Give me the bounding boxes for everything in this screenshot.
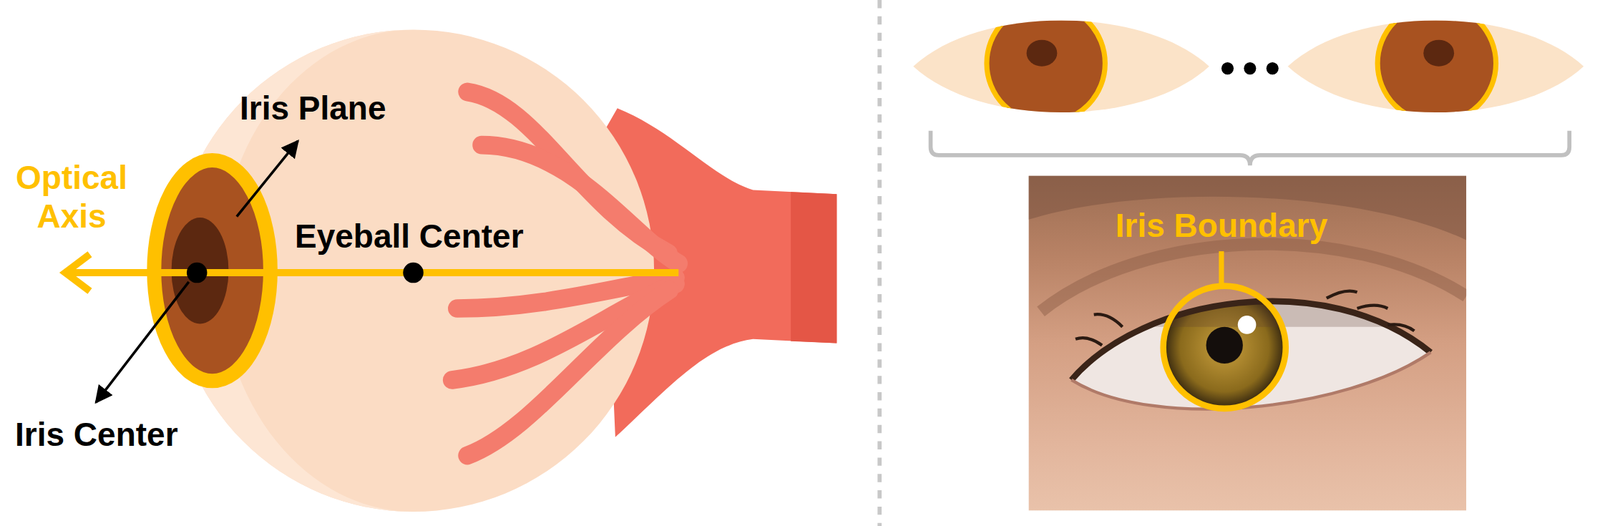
leader-arrow xyxy=(95,281,189,403)
ellipsis-dot xyxy=(1221,62,1234,75)
iris-boundary-ring xyxy=(1163,286,1286,409)
separator xyxy=(877,0,882,526)
eyelash xyxy=(1357,305,1389,309)
cartoon-iris xyxy=(986,4,1105,124)
part-label: Eyeball Center xyxy=(294,216,524,256)
optical-axis-arrowhead xyxy=(65,254,90,291)
eyelashes xyxy=(1075,291,1414,346)
eye-photo xyxy=(1028,175,1467,511)
part-label: Iris Plane xyxy=(239,88,387,128)
ellipsis-dot xyxy=(1266,62,1279,75)
blood-vessel xyxy=(452,284,676,380)
ellipsis-dot xyxy=(1243,62,1256,75)
part-label: Iris Boundary xyxy=(1115,206,1329,245)
leader-line xyxy=(1218,251,1224,287)
blood-vessel xyxy=(467,289,670,456)
bracket xyxy=(930,130,1570,167)
eyelash xyxy=(1387,324,1414,331)
leader-arrow xyxy=(236,140,299,217)
photo-skin xyxy=(1028,175,1467,511)
cartoon-pupil xyxy=(1026,40,1058,67)
optic-nerve-end xyxy=(790,191,837,343)
eyelash xyxy=(1075,337,1102,345)
eyelash xyxy=(1094,314,1123,327)
part-label: Iris Center xyxy=(15,415,179,454)
cartoon-iris xyxy=(1377,4,1496,124)
lid-shadow xyxy=(1071,301,1431,380)
photo-pupil xyxy=(1206,327,1243,364)
iris-center-dot xyxy=(186,262,208,284)
eyeball-center-dot xyxy=(402,262,424,284)
photo-highlight xyxy=(1237,315,1257,335)
cartoon-pupil xyxy=(1423,40,1455,67)
optical-axis-line xyxy=(67,269,679,277)
eyelash xyxy=(1326,291,1358,299)
upper-lid xyxy=(1071,301,1431,380)
axis-label: Optical Axis xyxy=(7,158,136,237)
